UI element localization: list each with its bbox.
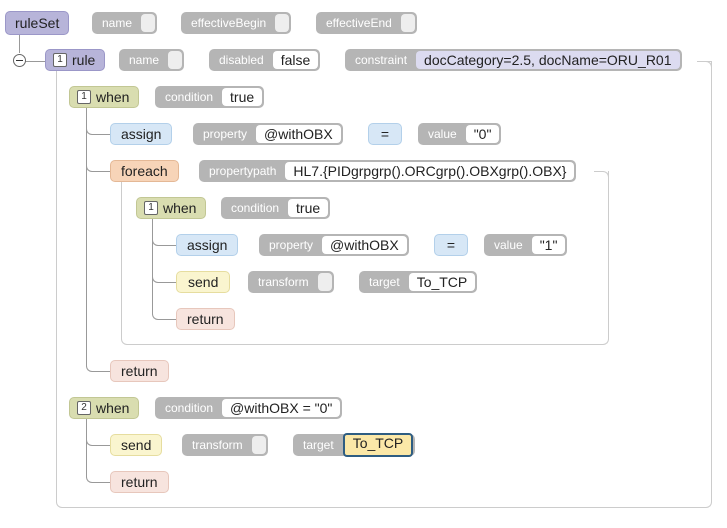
return-label: return (121, 363, 158, 379)
assign-label: assign (121, 126, 162, 142)
collapse-icon[interactable] (13, 54, 26, 67)
rule-constraint-value[interactable]: docCategory=2.5, docName=ORU_R01 (416, 51, 680, 69)
when-label: when (96, 89, 130, 105)
send-label: send (188, 274, 219, 290)
foreach-node[interactable]: foreach (110, 160, 179, 182)
assign-label: assign (187, 237, 228, 253)
send-node-inner[interactable]: send (176, 271, 231, 293)
attr-label: name (102, 16, 133, 30)
when-node-2[interactable]: 2 when (69, 397, 140, 419)
send-inner-target-value[interactable]: To_TCP (408, 273, 476, 291)
rule-node[interactable]: 1 rule (45, 49, 106, 71)
when-label: when (163, 200, 197, 216)
when-condition-attr[interactable]: condition true (155, 86, 265, 108)
ruleset-effectiveend-attr[interactable]: effectiveEnd (316, 12, 417, 34)
attr-label: condition (231, 201, 280, 215)
send-inner-target-attr[interactable]: target To_TCP (359, 271, 478, 293)
rule-name-attr[interactable]: name (119, 49, 185, 71)
rule-number-badge: 1 (53, 53, 67, 67)
when-number-badge: 1 (144, 201, 158, 215)
foreach-propertypath-attr[interactable]: propertypath HL7.{PIDgrpgrp().ORCgrp().O… (199, 160, 577, 182)
assign-operator[interactable]: = (368, 123, 402, 145)
attr-label: property (269, 238, 314, 252)
when-number-badge: 2 (77, 401, 91, 415)
attr-label: effectiveBegin (191, 16, 267, 30)
ruleset-node[interactable]: ruleSet (5, 11, 70, 35)
attr-label: disabled (219, 53, 264, 67)
tree-connector (86, 108, 111, 372)
send-label: send (121, 437, 152, 453)
attr-label: transform (192, 438, 243, 452)
rule-name-value[interactable] (168, 51, 183, 69)
assign-node-inner[interactable]: assign (176, 234, 239, 256)
attr-label: name (129, 53, 160, 67)
rule-frame (56, 61, 712, 508)
attr-label: effectiveEnd (326, 16, 392, 30)
return-label: return (187, 311, 224, 327)
assign-inner-operator[interactable]: = (434, 234, 468, 256)
return-node[interactable]: return (110, 360, 169, 382)
attr-label: propertypath (209, 164, 277, 178)
foreach-propertypath-value[interactable]: HL7.{PIDgrpgrp().ORCgrp().OBXgrp().OBX} (285, 162, 575, 180)
attr-label: constraint (355, 53, 408, 67)
tree-connector (152, 219, 177, 320)
foreach-label: foreach (121, 163, 168, 179)
send-target-attr[interactable]: target To_TCP (293, 433, 416, 457)
when-node[interactable]: 1 when (69, 86, 140, 108)
assign-value-value[interactable]: "0" (465, 125, 500, 143)
assign-inner-value-value[interactable]: "1" (531, 236, 566, 254)
attr-label: value (494, 238, 523, 252)
ruleset-label: ruleSet (15, 15, 60, 31)
tree-connector (86, 419, 111, 483)
when2-condition-value[interactable]: @withOBX = "0" (222, 399, 341, 417)
when-inner-condition-attr[interactable]: condition true (221, 197, 331, 219)
rule-label: rule (72, 52, 96, 68)
assign-inner-value-attr[interactable]: value "1" (484, 234, 568, 256)
when-condition-value[interactable]: true (222, 88, 263, 106)
when-number-badge: 1 (77, 90, 91, 104)
assign-inner-property-attr[interactable]: property @withOBX (259, 234, 409, 256)
send-inner-transform-value[interactable] (317, 273, 332, 291)
rule-disabled-attr[interactable]: disabled false (209, 49, 321, 71)
ruleset-effectivebegin-value[interactable] (275, 14, 290, 32)
attr-label: condition (165, 401, 214, 415)
ruleset-name-attr[interactable]: name (92, 12, 158, 34)
send-inner-transform-attr[interactable]: transform (248, 271, 334, 293)
rule-constraint-attr[interactable]: constraint docCategory=2.5, docName=ORU_… (345, 49, 682, 71)
when-label: when (96, 400, 130, 416)
tree-connector (19, 60, 45, 62)
send-transform-value[interactable] (251, 436, 266, 454)
assign-inner-property-value[interactable]: @withOBX (322, 236, 407, 254)
when-inner-condition-value[interactable]: true (288, 199, 329, 217)
send-target-value-selected[interactable]: To_TCP (342, 433, 414, 457)
assign-value-attr[interactable]: value "0" (418, 123, 502, 145)
ruleset-name-value[interactable] (141, 14, 156, 32)
rule-frame-corner (697, 61, 712, 71)
return-label: return (121, 474, 158, 490)
return-node-2[interactable]: return (110, 471, 169, 493)
assign-node[interactable]: assign (110, 123, 173, 145)
attr-label: transform (258, 275, 309, 289)
foreach-frame (121, 171, 609, 345)
tree-connector (19, 33, 20, 53)
foreach-frame-corner (594, 171, 609, 181)
send-node[interactable]: send (110, 434, 163, 456)
attr-label: property (203, 127, 248, 141)
send-transform-attr[interactable]: transform (182, 434, 268, 456)
attr-label: target (303, 438, 334, 452)
rule-disabled-value[interactable]: false (272, 51, 319, 69)
attr-label: target (369, 275, 400, 289)
assign-property-attr[interactable]: property @withOBX (193, 123, 343, 145)
attr-label: value (428, 127, 457, 141)
attr-label: condition (165, 90, 214, 104)
when-node-inner[interactable]: 1 when (136, 197, 207, 219)
return-node-inner[interactable]: return (176, 308, 235, 330)
when2-condition-attr[interactable]: condition @withOBX = "0" (155, 397, 343, 419)
assign-property-value[interactable]: @withOBX (256, 125, 341, 143)
ruleset-effectiveend-value[interactable] (400, 14, 415, 32)
ruleset-effectivebegin-attr[interactable]: effectiveBegin (181, 12, 292, 34)
